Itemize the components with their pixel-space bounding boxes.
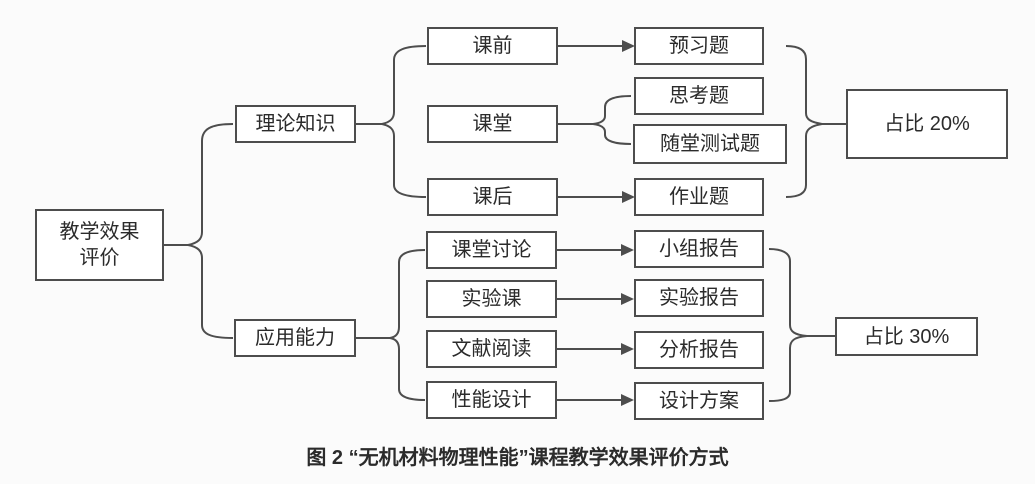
node-analysis-report: 分析报告 (634, 331, 764, 369)
arrowhead-lab-to-lab-report (621, 293, 634, 305)
node-theory-knowledge: 理论知识 (235, 105, 356, 143)
application-split-brace (389, 249, 426, 401)
node-weight-30-percent: 占比 30% (835, 317, 978, 356)
node-literature-reading: 文献阅读 (426, 330, 557, 368)
node-weight-20-percent: 占比 20% (846, 89, 1008, 159)
node-lab-report: 实验报告 (634, 279, 764, 317)
node-quiz-questions: 随堂测试题 (633, 124, 787, 164)
node-lab-class: 实验课 (426, 280, 557, 318)
arrowhead-after-to-homework (622, 191, 635, 203)
weight30-gather-brace (768, 248, 808, 402)
node-design-plan: 设计方案 (634, 382, 764, 420)
arrowhead-discussion-to-group-report (621, 244, 634, 256)
node-thinking-questions: 思考题 (634, 77, 764, 115)
node-in-class: 课堂 (427, 105, 558, 143)
node-pre-class: 课前 (427, 27, 558, 65)
in-class-split-brace (592, 95, 632, 145)
node-after-class: 课后 (427, 178, 558, 216)
node-homework-questions: 作业题 (634, 178, 764, 216)
node-preview-questions: 预习题 (634, 27, 764, 65)
weight20-gather-brace (785, 45, 823, 198)
arrowhead-literature-to-analysis-report (621, 343, 634, 355)
arrowhead-design-to-design-plan (621, 394, 634, 406)
arrowhead-pre-to-preview (622, 40, 635, 52)
node-application-ability: 应用能力 (234, 319, 356, 357)
node-root-evaluation: 教学效果 评价 (35, 209, 164, 281)
node-group-report: 小组报告 (634, 230, 764, 268)
theory-split-brace (381, 45, 427, 198)
root-split-brace (187, 123, 234, 339)
node-class-discussion: 课堂讨论 (426, 231, 557, 269)
node-performance-design: 性能设计 (426, 381, 557, 419)
figure-caption: 图 2 “无机材料物理性能”课程教学效果评价方式 (306, 447, 729, 469)
